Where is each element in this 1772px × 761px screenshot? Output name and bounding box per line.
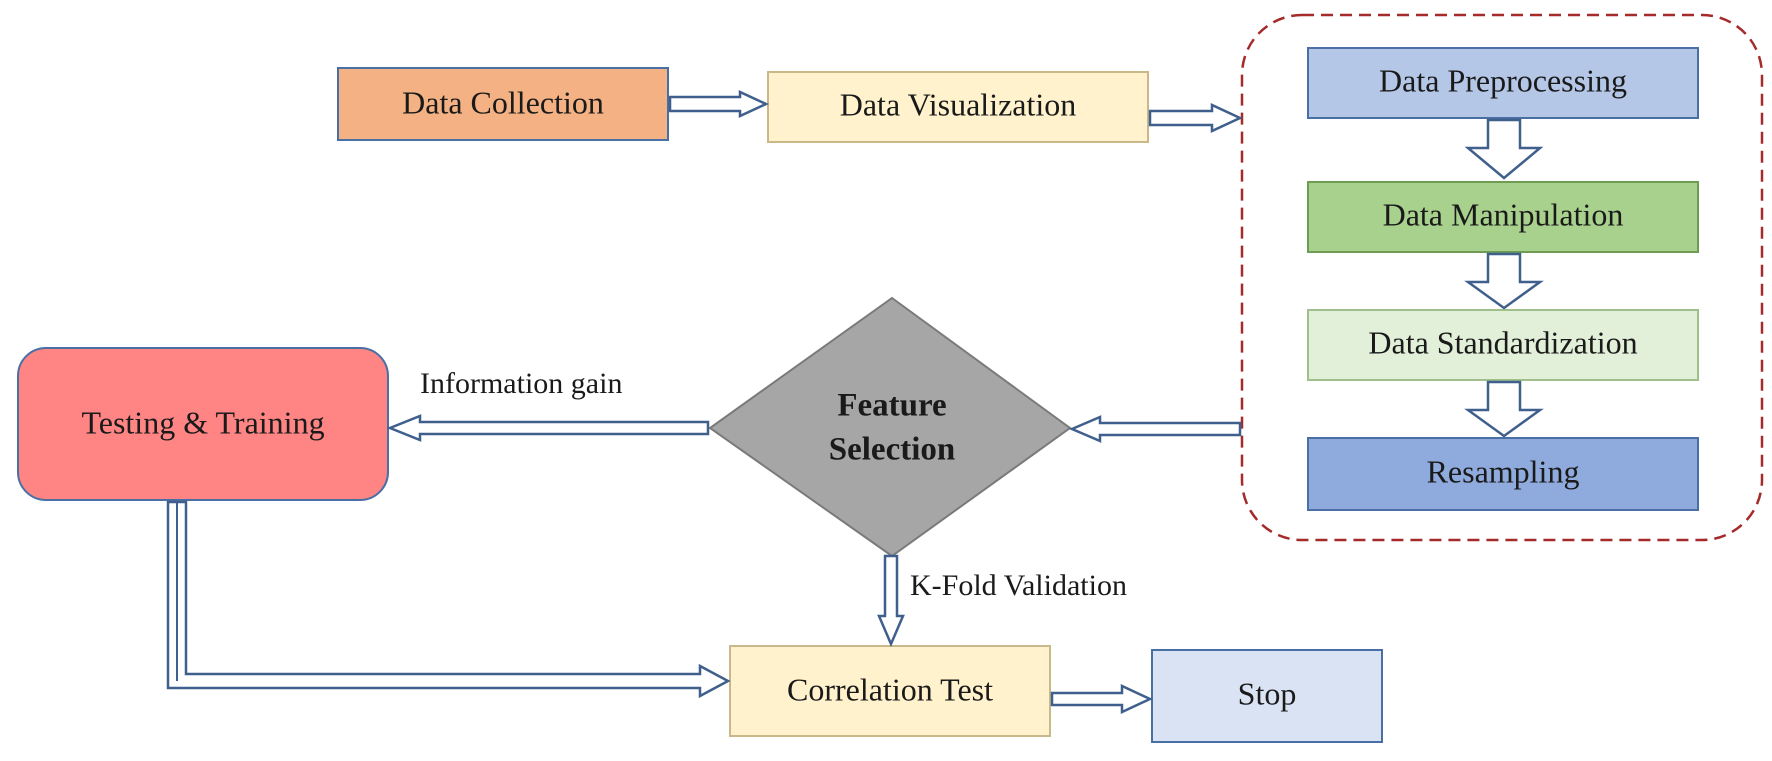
- data-manipulation-box: [1307, 181, 1699, 253]
- data-visualization-label: Data Visualization: [840, 86, 1077, 122]
- correlation-test-label: Correlation Test: [787, 671, 993, 707]
- node-resampling: Resampling: [1307, 437, 1699, 511]
- feature-selection-label-line2: Selection: [829, 432, 955, 468]
- testing-training-label: Testing & Training: [81, 404, 324, 440]
- arrow-testing-to-correlation: [166, 500, 731, 699]
- node-feature-selection: Feature Selection: [708, 296, 1072, 558]
- edge-label-information-gain: Information gain: [420, 367, 622, 400]
- node-testing-training: Testing & Training: [17, 347, 389, 501]
- preprocessing-group: [1240, 13, 1764, 542]
- arrow-collection-to-visualization: [668, 90, 769, 118]
- resampling-box: [1307, 437, 1699, 511]
- correlation-test-box: [729, 645, 1051, 737]
- data-standardization-box: [1307, 309, 1699, 381]
- node-stop: Stop: [1151, 649, 1383, 743]
- data-preprocessing-box: [1307, 47, 1699, 119]
- resampling-label: Resampling: [1427, 453, 1580, 489]
- arrow-correlation-to-stop: [1050, 684, 1153, 714]
- stop-label: Stop: [1238, 675, 1297, 711]
- node-data-collection: Data Collection: [337, 67, 669, 141]
- node-data-standardization: Data Standardization: [1307, 309, 1699, 381]
- feature-selection-label-line1: Feature: [837, 388, 946, 424]
- data-collection-label: Data Collection: [402, 84, 604, 120]
- arrow-feature-selection-to-correlation: [877, 554, 905, 648]
- stop-box: [1151, 649, 1383, 743]
- testing-training-box: [17, 347, 389, 501]
- data-preprocessing-label: Data Preprocessing: [1379, 62, 1627, 98]
- arrow-preprocessing-to-manipulation: [1464, 118, 1544, 180]
- data-collection-box: [337, 67, 669, 141]
- feature-selection-diamond: [708, 296, 1072, 558]
- node-data-visualization: Data Visualization: [767, 71, 1149, 143]
- arrow-feature-selection-to-testing: [386, 414, 710, 442]
- data-visualization-box: [767, 71, 1149, 143]
- arrow-visualization-to-preprocessing: [1148, 103, 1243, 133]
- arrow-manipulation-to-standardization: [1464, 252, 1544, 310]
- data-manipulation-label: Data Manipulation: [1383, 196, 1624, 232]
- edge-label-k-fold-validation: K-Fold Validation: [910, 569, 1127, 602]
- arrow-standardization-to-resampling: [1464, 380, 1544, 438]
- arrow-preprocessing-to-feature-selection: [1068, 415, 1242, 443]
- data-standardization-label: Data Standardization: [1368, 324, 1637, 360]
- node-correlation-test: Correlation Test: [729, 645, 1051, 737]
- node-data-manipulation: Data Manipulation: [1307, 181, 1699, 253]
- node-data-preprocessing: Data Preprocessing: [1307, 47, 1699, 119]
